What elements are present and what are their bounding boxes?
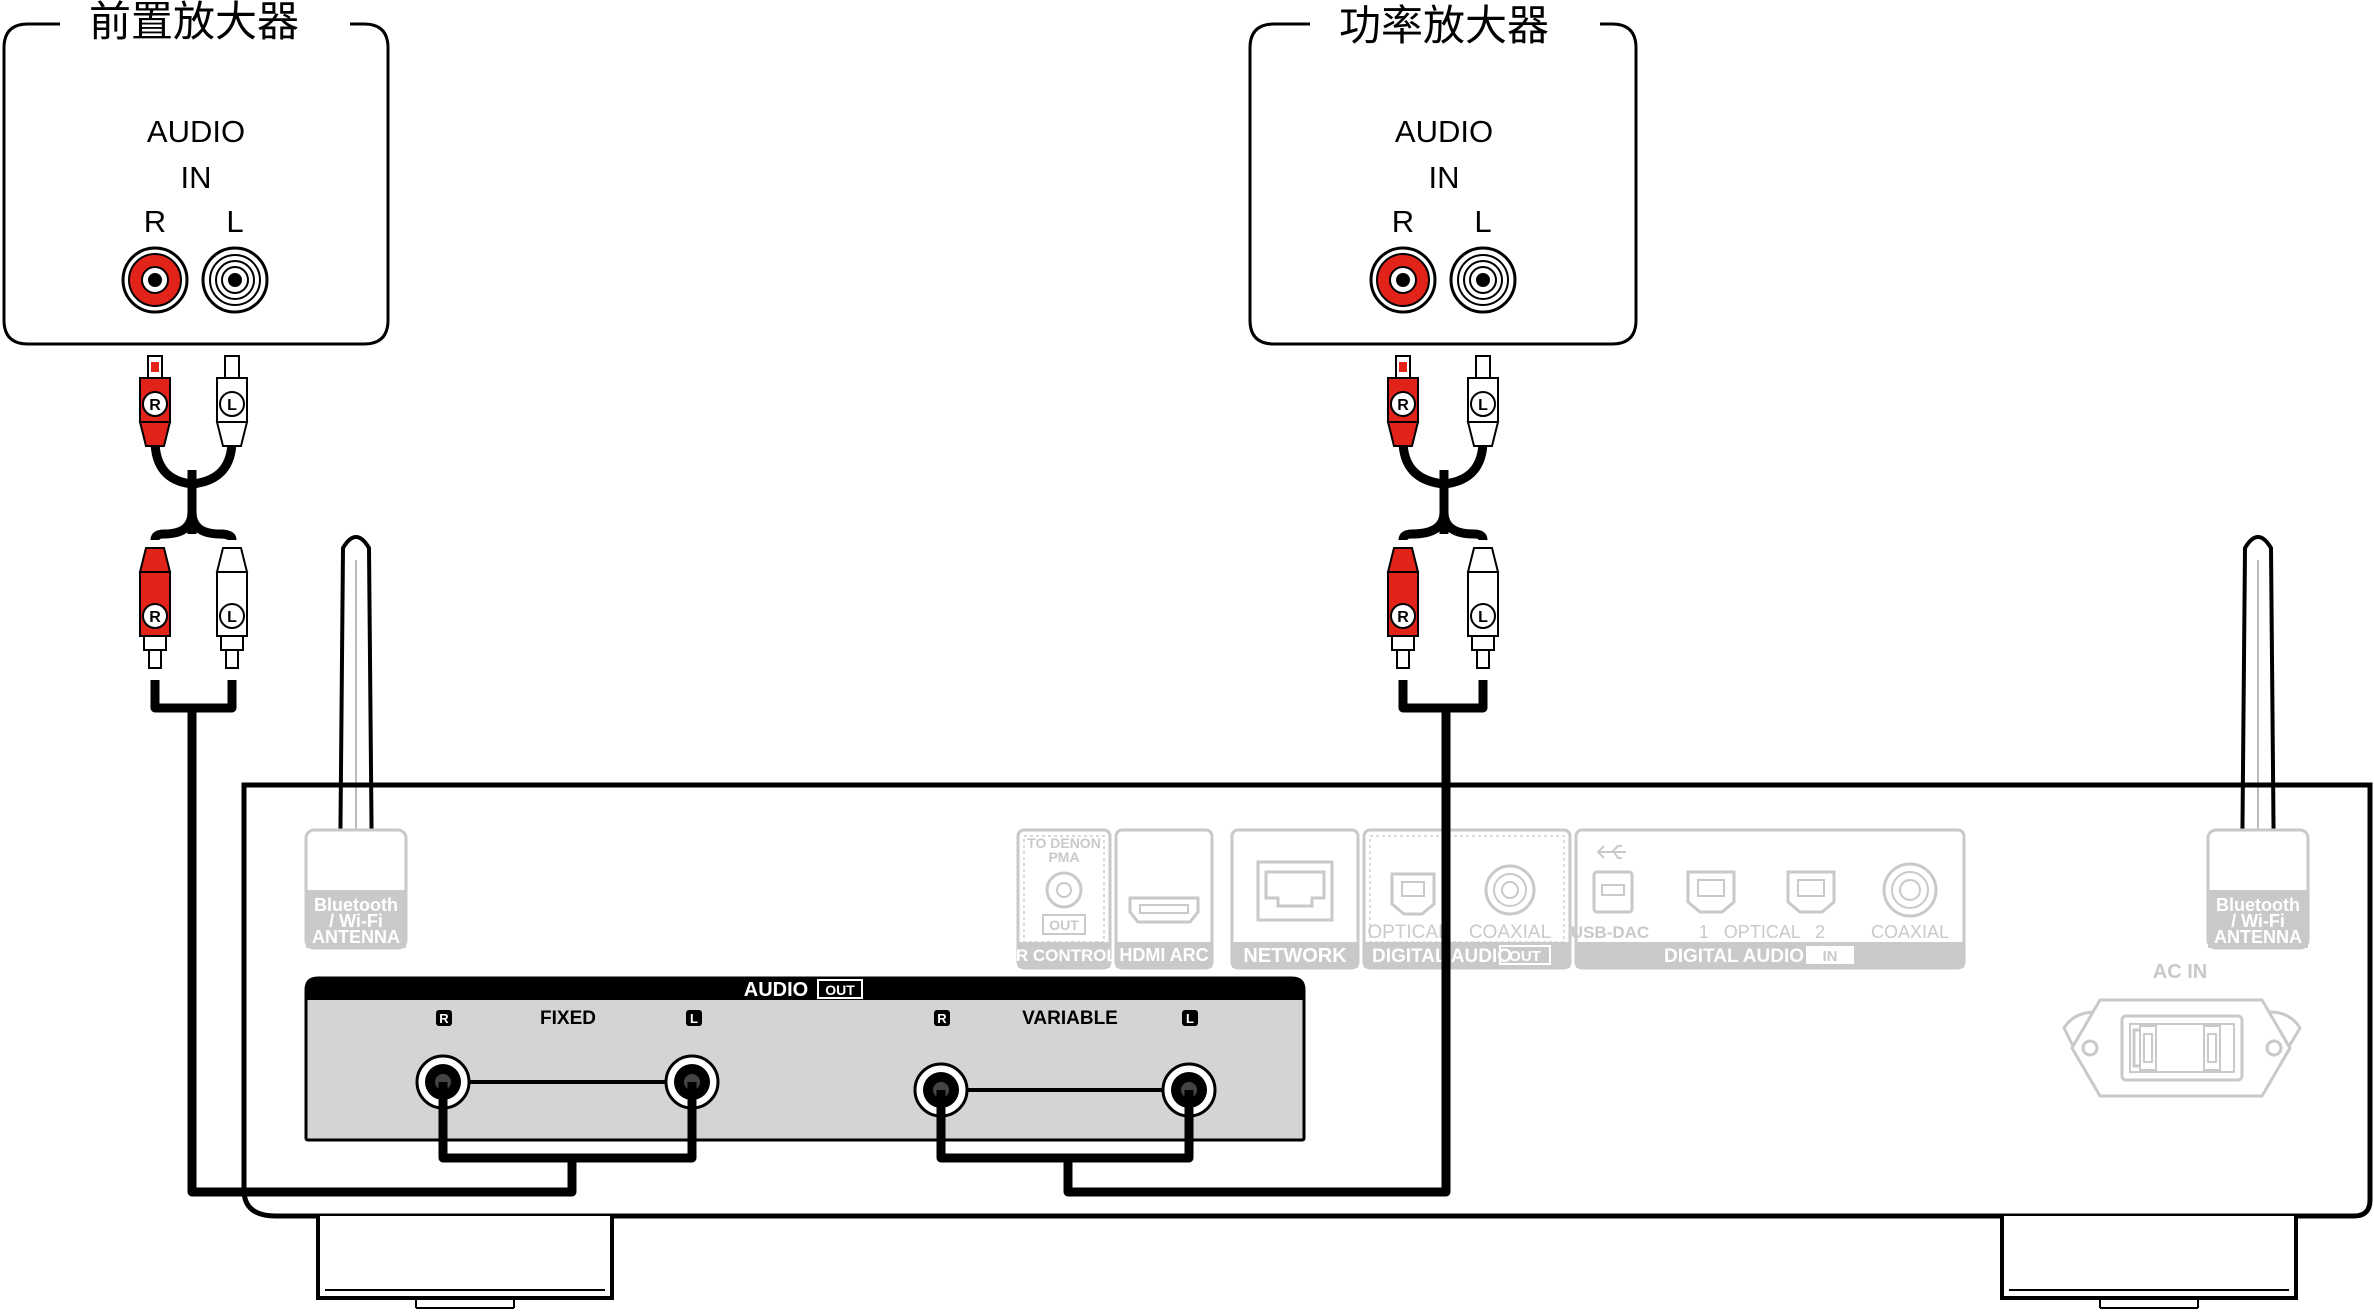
ir-to-label-1: TO DENON bbox=[1027, 835, 1101, 851]
variable-label: VARIABLE bbox=[1022, 1008, 1118, 1029]
network-label: NETWORK bbox=[1243, 945, 1347, 967]
optical-in-label: 1 OPTICAL 2 bbox=[1699, 922, 1825, 942]
poweramp-box: 功率放大器 AUDIO IN R L bbox=[1248, 1, 1638, 346]
fixed-r-label: R bbox=[439, 1011, 449, 1026]
poweramp-r-plug-upper: R bbox=[1386, 355, 1420, 447]
left-antenna-label-1: Bluetooth bbox=[314, 895, 398, 915]
preamp-r-label: R bbox=[144, 204, 166, 239]
right-antenna-label-3: ANTENNA bbox=[2214, 927, 2302, 947]
left-antenna-label-3: ANTENNA bbox=[312, 927, 400, 947]
preamp-l-label: L bbox=[226, 204, 243, 239]
fixed-l-label: L bbox=[690, 1011, 698, 1026]
cable-fixed-to-preamp bbox=[150, 439, 697, 1197]
cable-variable-to-poweramp bbox=[936, 439, 1488, 1197]
variable-l-label: L bbox=[1186, 1011, 1194, 1026]
preamp-l-jack bbox=[201, 246, 269, 314]
poweramp-audio-label: AUDIO bbox=[1395, 114, 1493, 149]
usb-icon bbox=[1596, 845, 1626, 859]
ir-out-label: OUT bbox=[1049, 917, 1079, 933]
right-antenna bbox=[2239, 535, 2277, 882]
coaxial-out-label: COAXIAL bbox=[1469, 922, 1551, 943]
preamp-r-jack bbox=[121, 246, 189, 314]
poweramp-l-label: L bbox=[1474, 204, 1491, 239]
audio-out-panel: AUDIO OUT R FIXED L R VARIABLE L bbox=[304, 976, 1306, 1142]
poweramp-r-jack bbox=[1369, 246, 1437, 314]
ir-to-label-2: PMA bbox=[1048, 849, 1079, 865]
usb-dac-label: USB-DAC bbox=[1571, 923, 1649, 942]
ac-inlet: AC IN bbox=[2062, 961, 2302, 1098]
left-antenna-base: Bluetooth / Wi-Fi ANTENNA bbox=[304, 828, 408, 950]
ir-control-label: IR CONTROL bbox=[1011, 946, 1117, 965]
ethernet-icon bbox=[1264, 870, 1326, 908]
poweramp-r-plug-upper-label: R bbox=[1397, 397, 1409, 414]
left-antenna bbox=[337, 535, 375, 882]
preamp-r-plug-upper: R bbox=[138, 355, 172, 447]
right-foot bbox=[2000, 1216, 2298, 1309]
coaxial-in-label: COAXIAL bbox=[1871, 922, 1949, 942]
ac-in-label: AC IN bbox=[2153, 961, 2207, 983]
poweramp-title: 功率放大器 bbox=[1339, 1, 1549, 50]
fixed-label: FIXED bbox=[540, 1008, 596, 1029]
audio-out-header: AUDIO bbox=[744, 979, 808, 1001]
preamp-in-label: IN bbox=[181, 160, 212, 195]
poweramp-r-label: R bbox=[1392, 204, 1414, 239]
poweramp-l-plug-lower-label: L bbox=[1478, 609, 1488, 626]
poweramp-l-plug-upper-label: L bbox=[1478, 397, 1488, 414]
variable-r-label: R bbox=[937, 1011, 947, 1026]
preamp-box: 前置放大器 AUDIO IN R L bbox=[2, 0, 390, 346]
poweramp-in-label: IN bbox=[1429, 160, 1460, 195]
poweramp-r-plug-lower-label: R bbox=[1397, 609, 1409, 626]
poweramp-r-plug-lower: R bbox=[1386, 547, 1420, 669]
audio-out-badge: OUT bbox=[825, 982, 855, 998]
right-antenna-base: Bluetooth / Wi-Fi ANTENNA bbox=[2206, 828, 2310, 950]
poweramp-l-plug-upper: L bbox=[1466, 355, 1500, 447]
hdmi-arc-port: HDMI ARC bbox=[1114, 828, 1214, 970]
preamp-l-plug-upper: L bbox=[215, 355, 249, 447]
poweramp-l-plug-lower: L bbox=[1466, 547, 1500, 669]
preamp-l-plug-lower: L bbox=[215, 547, 249, 669]
right-antenna-label-1: Bluetooth bbox=[2216, 895, 2300, 915]
digital-audio-out-ports: OPTICAL COAXIAL DIGITAL AUDIO OUT bbox=[1362, 828, 1572, 970]
right-antenna-label-2: / Wi-Fi bbox=[2231, 911, 2285, 931]
left-antenna-label-2: / Wi-Fi bbox=[329, 911, 383, 931]
preamp-l-plug-upper-label: L bbox=[227, 397, 237, 414]
preamp-r-plug-lower-label: R bbox=[149, 609, 161, 626]
preamp-l-plug-lower-label: L bbox=[227, 609, 237, 626]
left-foot bbox=[316, 1216, 614, 1309]
poweramp-l-jack bbox=[1449, 246, 1517, 314]
digital-audio-out-badge: OUT bbox=[1509, 948, 1541, 965]
digital-audio-in-label: DIGITAL AUDIO bbox=[1664, 946, 1804, 967]
digital-audio-in-ports: USB-DAC 1 OPTICAL 2 COAXIAL DIGITAL AUDI… bbox=[1571, 828, 1966, 970]
hdmi-arc-label: HDMI ARC bbox=[1119, 945, 1208, 965]
network-port: NETWORK bbox=[1230, 828, 1360, 970]
preamp-title: 前置放大器 bbox=[89, 0, 299, 46]
digital-audio-in-badge: IN bbox=[1823, 948, 1838, 965]
preamp-audio-label: AUDIO bbox=[147, 114, 245, 149]
preamp-r-plug-lower: R bbox=[138, 547, 172, 669]
optical-out-label: OPTICAL bbox=[1367, 922, 1448, 943]
ir-control-port: TO DENON PMA OUT IR CONTROL bbox=[1011, 828, 1117, 970]
preamp-r-plug-upper-label: R bbox=[149, 397, 161, 414]
